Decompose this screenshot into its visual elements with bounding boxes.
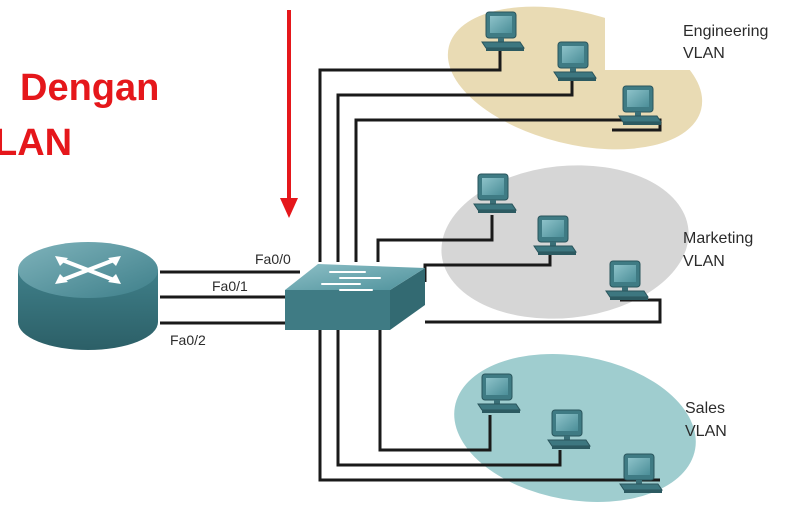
port-label-fa02: Fa0/2 — [170, 332, 206, 348]
title-line-1: Dengan — [20, 67, 159, 109]
port-label-fa00: Fa0/0 — [255, 251, 291, 267]
sales-vlan-label-line2: VLAN — [685, 423, 727, 440]
red-arrow-icon — [280, 10, 298, 218]
marketing-vlan-label-line1: Marketing — [683, 230, 753, 247]
engineering-vlan-label-line1: Engineering — [683, 23, 768, 40]
router-icon — [18, 242, 158, 350]
marketing-vlan-label-line2: VLAN — [683, 253, 725, 270]
switch-icon — [285, 264, 425, 330]
engineering-vlan-label-line2: VLAN — [683, 45, 725, 62]
port-label-fa01: Fa0/1 — [212, 278, 248, 294]
title-line-2: LAN — [0, 122, 72, 164]
sales-vlan-label-line1: Sales — [685, 400, 725, 417]
